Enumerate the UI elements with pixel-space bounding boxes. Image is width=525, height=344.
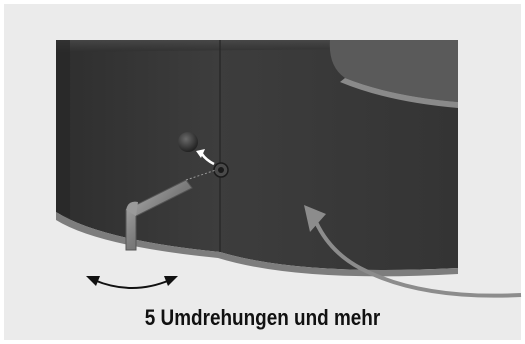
screw-icon — [214, 163, 228, 177]
device-left-side — [56, 40, 70, 218]
instruction-caption: 5 Umdrehungen und mehr — [37, 305, 489, 331]
cap-icon — [178, 132, 198, 152]
